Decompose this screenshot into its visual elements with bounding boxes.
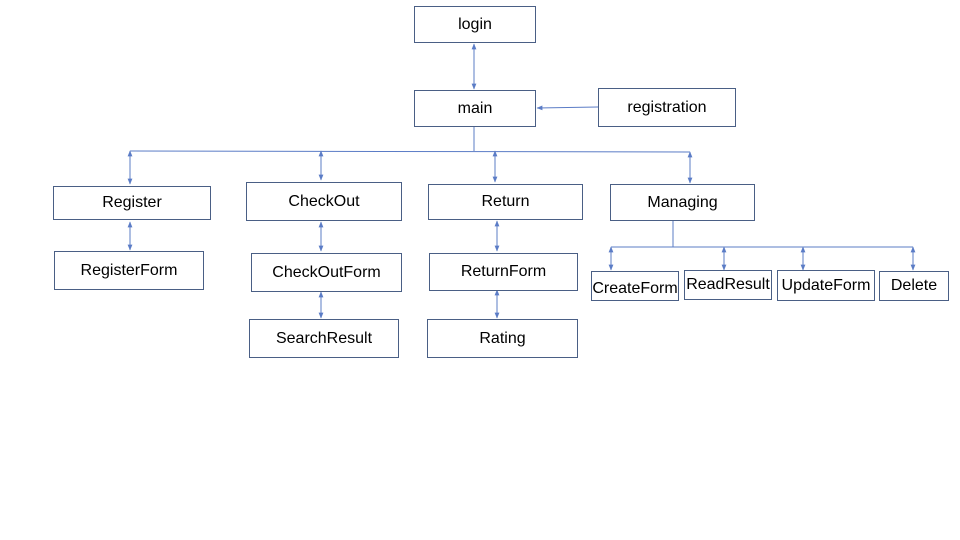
register-form-box: RegisterForm [54, 251, 204, 290]
return-box: Return [428, 184, 583, 220]
connector-registration-main [536, 105, 599, 111]
return-form-box: ReturnForm [429, 253, 578, 291]
managing-box: Managing [610, 184, 755, 221]
checkout-form-box: CheckOutForm [251, 253, 402, 292]
login-box: login [414, 6, 536, 43]
checkout-box: CheckOut [246, 182, 402, 221]
register-box: Register [53, 186, 211, 220]
create-form-box: CreateForm [591, 271, 679, 301]
delete-box: Delete [879, 271, 949, 301]
connector-bus [129, 150, 691, 153]
rating-box: Rating [427, 319, 578, 358]
read-result-box: ReadResult [684, 270, 772, 300]
main-box: main [414, 90, 536, 127]
update-form-box: UpdateForm [777, 270, 875, 301]
registration-box: registration [598, 88, 736, 127]
search-result-box: SearchResult [249, 319, 399, 358]
